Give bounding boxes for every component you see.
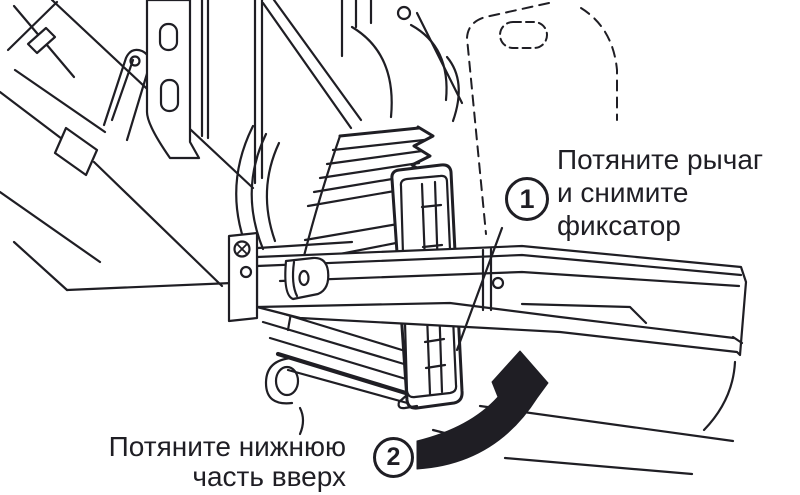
step-1-line-1: Потяните рычаг xyxy=(557,144,764,175)
step-2-label: Потяните нижнюю часть вверх xyxy=(64,432,346,492)
step-1-label: Потяните рычаг и снимите фиксатор xyxy=(557,143,763,242)
step-1-number: 1 xyxy=(519,183,535,214)
blower-housing xyxy=(235,0,464,258)
dash-frame-left xyxy=(0,0,264,292)
body-panel-dashed xyxy=(466,2,618,235)
housing-ear xyxy=(264,356,294,405)
step-2-number: 2 xyxy=(386,443,401,471)
ribbed-duct xyxy=(256,125,435,436)
leader-line xyxy=(455,226,504,352)
step-2-line-1: Потяните нижнюю xyxy=(108,431,346,462)
step-1-marker: 1 xyxy=(505,177,549,221)
step-2-line-2: часть вверх xyxy=(192,461,346,492)
step-2-marker: 2 xyxy=(373,437,414,478)
support-rail xyxy=(227,231,748,357)
panel-opening xyxy=(499,21,548,49)
release-claw xyxy=(102,48,151,142)
rail-body xyxy=(255,244,748,357)
release-lever xyxy=(284,256,330,301)
curved-up-arrow-icon xyxy=(416,350,549,470)
step-1-line-2: и снимите xyxy=(557,177,689,208)
mount-bracket-plate xyxy=(145,0,201,160)
step-1-line-3: фиксатор xyxy=(557,210,681,241)
screw-icon xyxy=(233,240,251,258)
